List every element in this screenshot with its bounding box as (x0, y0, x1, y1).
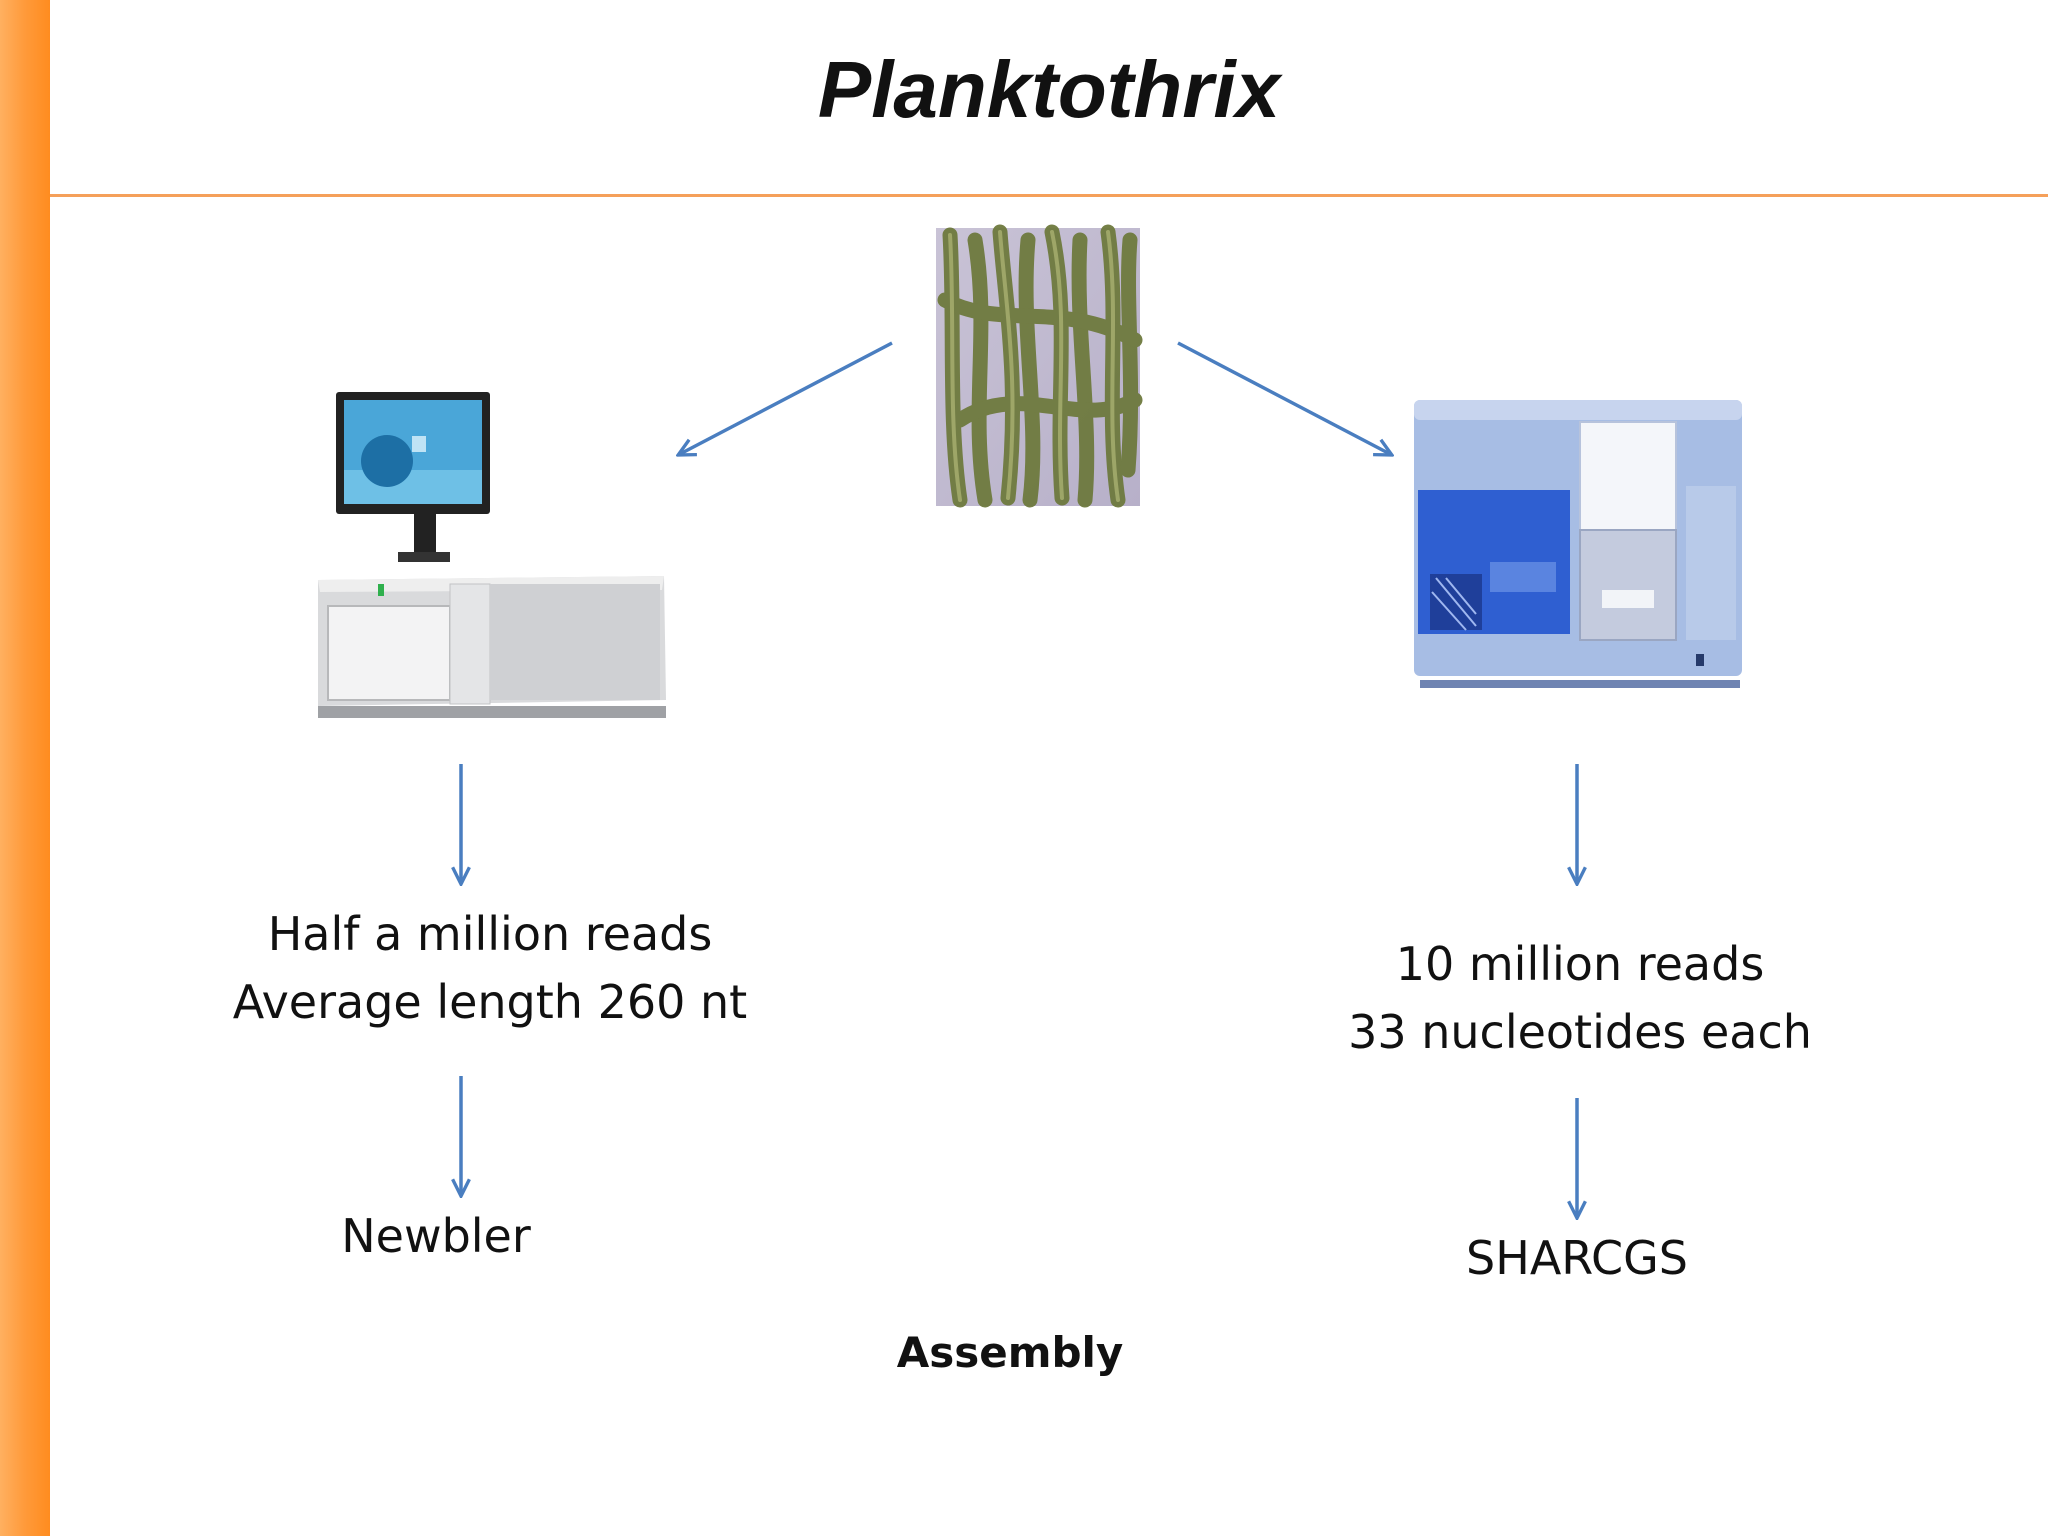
left-reads-line-2: Average length 260 nt (232, 975, 748, 1029)
title-divider (50, 194, 2048, 197)
right-reads-line-2: 33 nucleotides each (1348, 1005, 1812, 1059)
right-reads-description: 10 million reads 33 nucleotides each (1280, 930, 1880, 1066)
planktothrix-micrograph (936, 224, 1143, 508)
arrow-to-right-instrument (1177, 341, 1390, 454)
illumina-genome-analyzer-instrument (1414, 400, 1742, 688)
slide-title: Planktothrix (817, 45, 1281, 134)
side-accent-bar (0, 0, 50, 1536)
left-reads-line-1: Half a million reads (267, 907, 713, 961)
left-reads-description: Half a million reads Average length 260 … (180, 900, 800, 1036)
right-reads-line-1: 10 million reads (1395, 937, 1765, 991)
arrow-to-left-instrument (680, 341, 893, 454)
right-assembler-label: SHARCGS (1466, 1231, 1688, 1285)
assembly-caption: Assembly (896, 1328, 1124, 1377)
left-assembler-label: Newbler (341, 1209, 531, 1263)
sequencer-454-instrument (318, 392, 666, 718)
